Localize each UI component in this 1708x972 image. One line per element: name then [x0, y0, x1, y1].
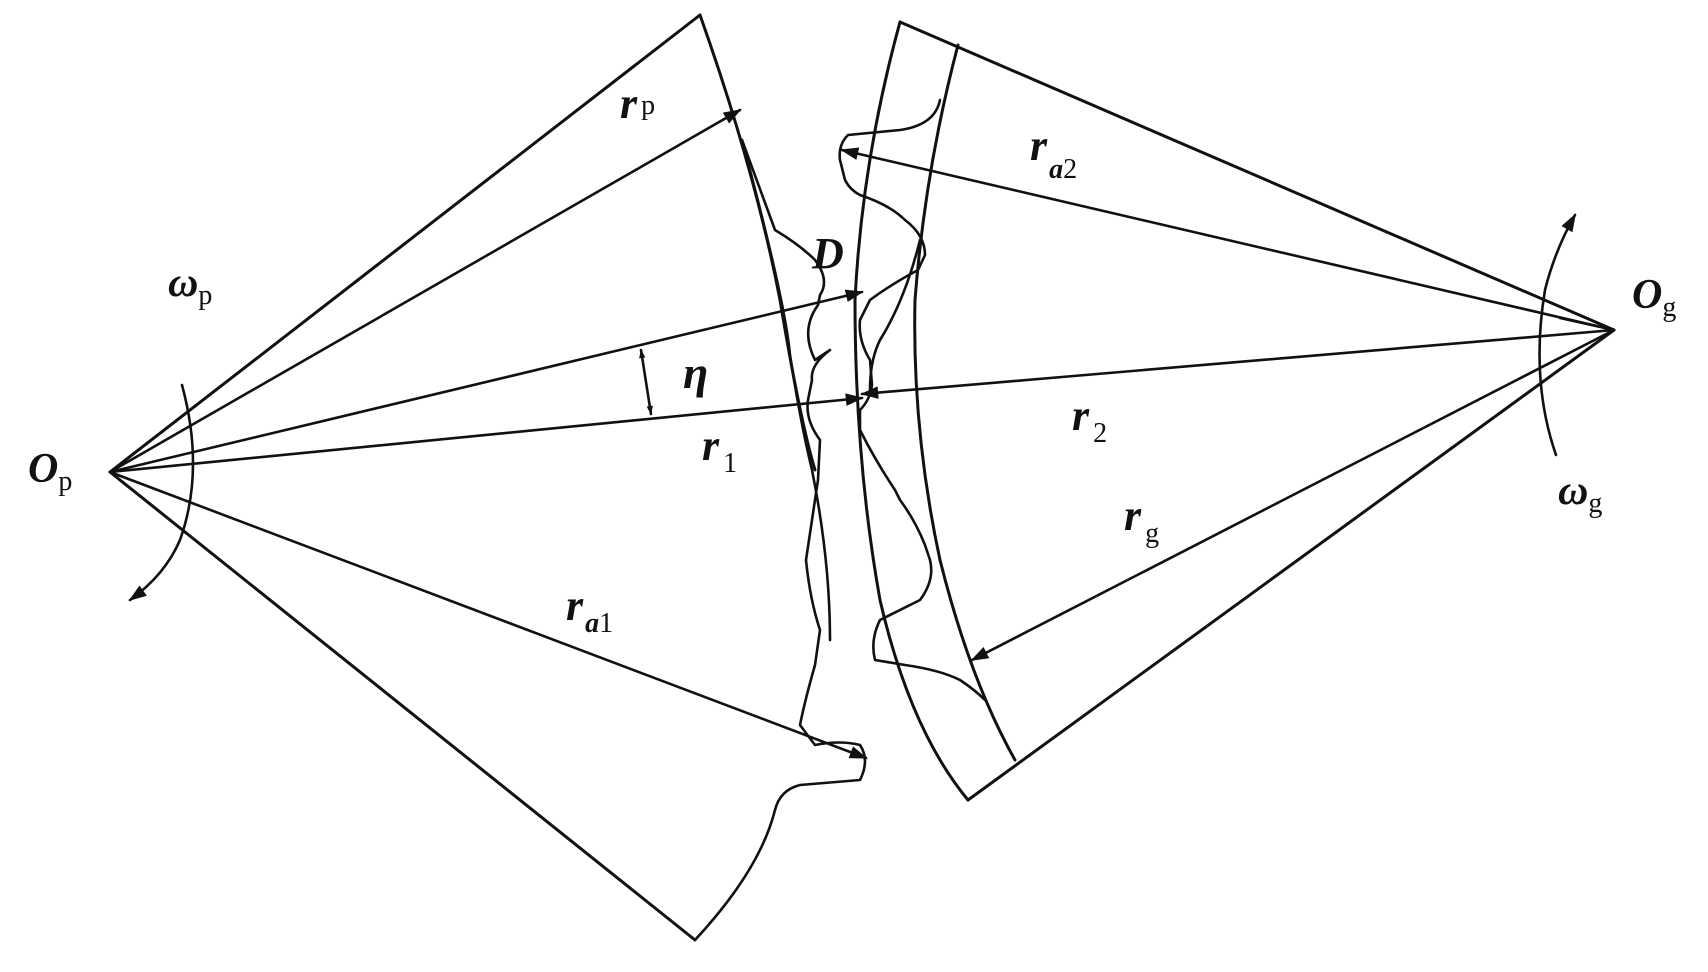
label-ra1: ra1 — [566, 581, 613, 639]
og-extra-line — [1558, 316, 1616, 332]
gear-outer-arc — [853, 20, 970, 802]
radius-ra2 — [840, 147, 1616, 332]
radius-r-to-D — [108, 289, 864, 474]
gear-tooth-flank — [868, 238, 922, 392]
label-eta: η — [683, 347, 708, 398]
center-lines — [108, 108, 1616, 760]
gear-sector-edge-top — [898, 20, 1616, 332]
eta-angle-marker — [639, 348, 653, 416]
label-op: Op — [28, 446, 72, 497]
radius-rp — [108, 108, 742, 474]
pinion-sector-edge-bottom — [108, 470, 697, 942]
gear-tooth-profile — [838, 98, 987, 702]
radius-r2 — [860, 328, 1616, 399]
gear-sector-edge-bottom — [966, 328, 1616, 802]
gear-pitch-arc — [913, 43, 1017, 762]
pinion-inner-arc — [740, 138, 832, 642]
omega-p-rotation-arrow — [128, 383, 195, 602]
label-omega-g: ωg — [1558, 468, 1602, 519]
pinion-sector — [108, 13, 867, 942]
radius-ra1 — [108, 470, 868, 760]
label-og: Og — [1632, 272, 1676, 323]
radius-rg — [970, 328, 1616, 662]
radius-r1 — [108, 393, 864, 474]
label-ra2: ra2 — [1030, 121, 1077, 185]
label-D: D — [811, 229, 844, 278]
pinion-sector-edge-top — [108, 13, 702, 474]
label-omega-p: ωp — [168, 260, 212, 311]
eta-double-arrow — [639, 348, 653, 416]
pinion-tooth-profile — [693, 138, 867, 942]
gear-sector — [838, 20, 1616, 802]
omega-g-rotation-arrow — [1538, 213, 1577, 457]
